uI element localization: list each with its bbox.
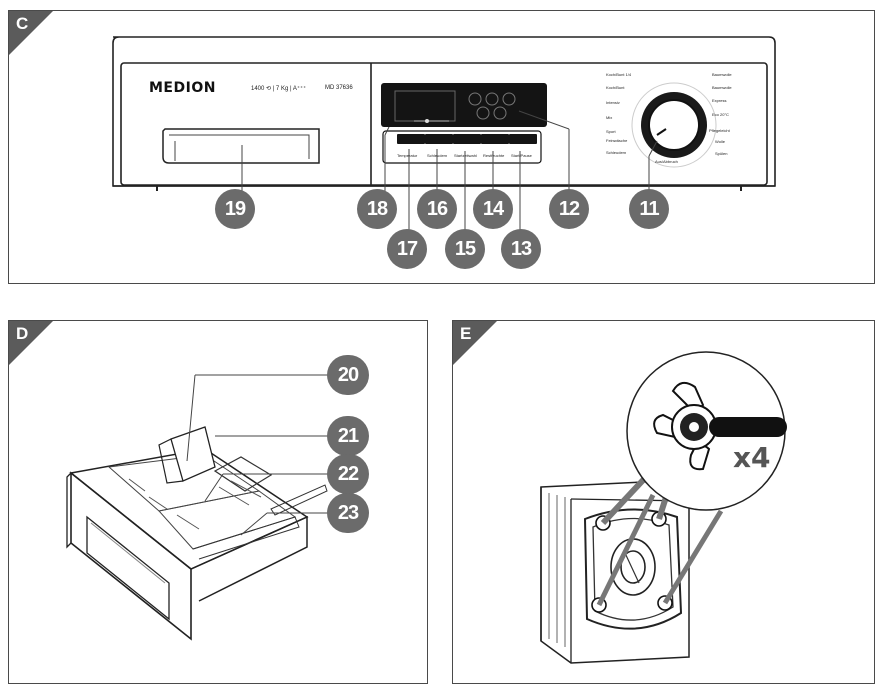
program-right-5: Pflegeleicht xyxy=(709,128,730,133)
panel-d-corner xyxy=(9,321,53,365)
control-panel-drawing xyxy=(112,36,776,233)
button-label-delay: Startzeitwahl xyxy=(454,153,477,158)
callout-21: 21 xyxy=(327,416,369,456)
callout-11: 11 xyxy=(629,189,669,229)
button-label-temperature: Temperatur xyxy=(397,153,418,158)
detergent-drawer-drawing xyxy=(66,374,339,641)
program-right-7: Spülen xyxy=(715,151,728,156)
program-left-1: Koch/Bunt 1/4 xyxy=(606,72,632,77)
panel-e-corner xyxy=(453,321,497,365)
program-left-6: Feinwäsche xyxy=(606,138,628,143)
callout-15: 15 xyxy=(445,229,485,269)
callout-13: 13 xyxy=(501,229,541,269)
program-right-2: Baumwolle xyxy=(712,85,732,90)
button-label-start-pause: Start/Pause xyxy=(511,153,532,158)
panel-c-letter: C xyxy=(16,14,29,33)
panel-c: C xyxy=(8,10,875,284)
program-left-5: Sport xyxy=(606,129,616,134)
brand-logo: MEDION xyxy=(149,80,216,96)
transport-bolts-drawing xyxy=(540,351,787,664)
callout-22: 22 xyxy=(327,454,369,494)
callout-16: 16 xyxy=(417,189,457,229)
panel-d: D 20 21 22 23 xyxy=(8,320,428,684)
program-bottom: Aus/Abbruch xyxy=(655,159,678,164)
program-right-3: Express xyxy=(712,98,727,103)
callout-18: 18 xyxy=(357,189,397,229)
program-left-7: Schleudern xyxy=(606,150,627,155)
program-right-4: Eco 20°C xyxy=(712,112,729,117)
panel-c-corner xyxy=(9,11,53,55)
model-label: MD 37636 xyxy=(325,85,353,91)
program-right-1: Baumwolle xyxy=(712,72,732,77)
quantity-label: x4 xyxy=(733,441,771,474)
callout-12: 12 xyxy=(549,189,589,229)
callout-14: 14 xyxy=(473,189,513,229)
program-left-3: Intensiv xyxy=(606,100,620,105)
button-label-dryness: Restfeuchte xyxy=(483,153,505,158)
callout-17: 17 xyxy=(387,229,427,269)
panel-d-letter: D xyxy=(16,324,29,343)
button-label-spin: Schleudern xyxy=(427,153,448,158)
program-left-2: Koch/Bunt xyxy=(606,85,625,90)
panel-e: E x4 xyxy=(452,320,875,684)
callout-19: 19 xyxy=(215,189,255,229)
panel-e-letter: E xyxy=(460,324,472,343)
callout-20: 20 xyxy=(327,355,369,395)
callout-23: 23 xyxy=(327,493,369,533)
program-right-6: Wolle xyxy=(715,139,725,144)
spec-label: 1400 ⟲ | 7 Kg | A⁺⁺⁺ xyxy=(251,86,307,92)
program-left-4: Mix xyxy=(606,115,613,120)
